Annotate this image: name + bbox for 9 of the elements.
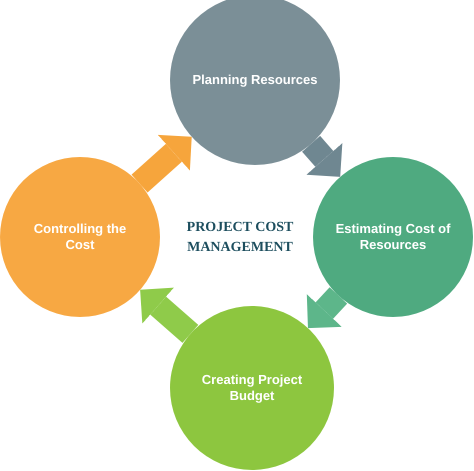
step-label: Estimating Cost of Resources: [335, 221, 451, 253]
block-arrow: [140, 288, 198, 343]
block-arrow: [132, 134, 192, 193]
step-label: Planning Resources: [192, 72, 318, 88]
step-label: Controlling the Cost: [32, 221, 128, 253]
block-arrow: [302, 136, 342, 177]
center-title: PROJECT COST MANAGEMENT: [186, 219, 294, 257]
step-label: Creating Project Budget: [200, 372, 304, 404]
block-arrow: [306, 287, 348, 328]
